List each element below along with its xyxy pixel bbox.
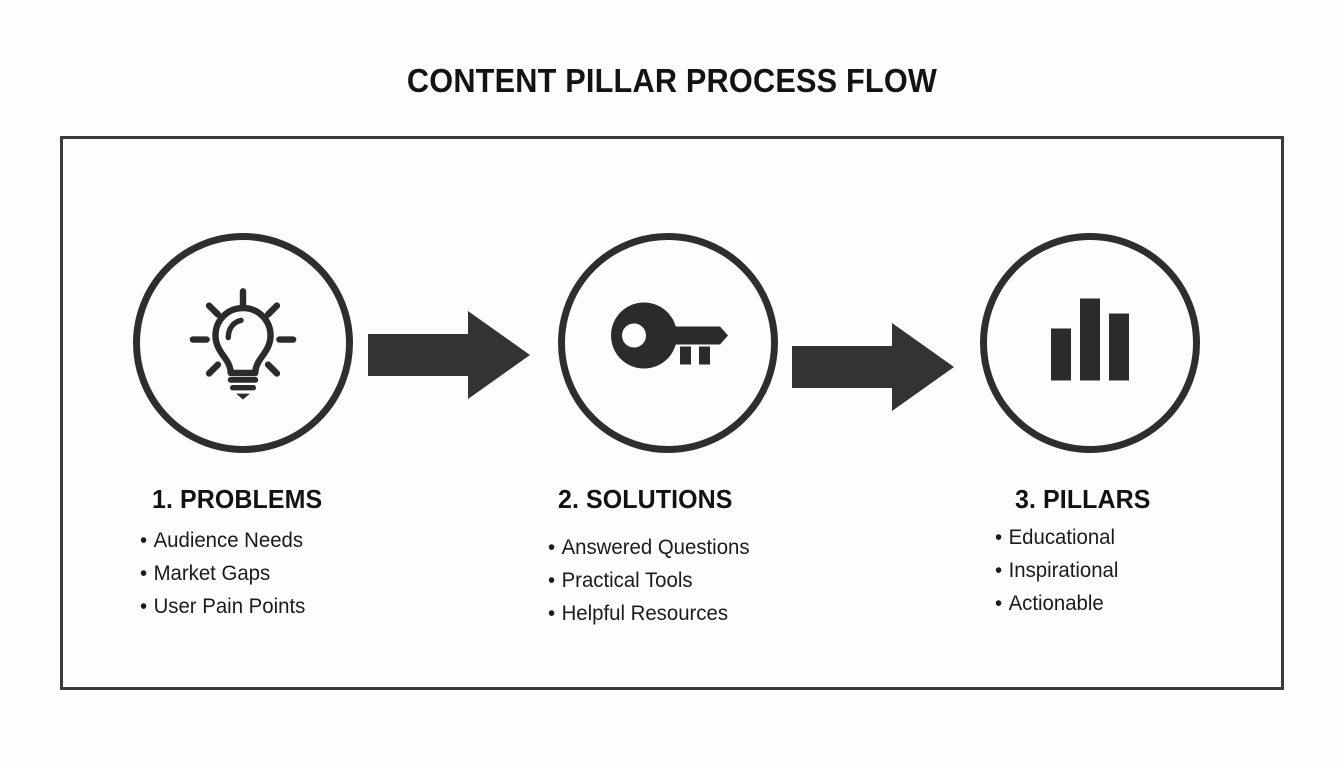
list-item: •Answered Questions xyxy=(548,531,750,564)
list-item: •Educational xyxy=(995,521,1151,554)
bullet-icon: • xyxy=(995,559,1003,582)
bullet-icon: • xyxy=(140,595,148,618)
bullet-icon: • xyxy=(995,526,1003,549)
step-1-text-block: 1. PROBLEMS •Audience Needs •Market Gaps… xyxy=(140,484,329,623)
list-item: •Actionable xyxy=(995,587,1151,620)
arrow-right-1-icon xyxy=(368,306,530,409)
list-item-label: Helpful Resources xyxy=(561,602,729,625)
list-item: •Inspirational xyxy=(995,554,1151,587)
bullet-icon: • xyxy=(548,569,556,592)
bullet-icon: • xyxy=(995,592,1003,615)
step-2-circle[interactable] xyxy=(558,233,778,453)
list-item: •Practical Tools xyxy=(548,564,750,597)
step-2-list: •Answered Questions •Practical Tools •He… xyxy=(548,531,756,630)
step-1-list: •Audience Needs •Market Gaps •User Pain … xyxy=(140,524,329,623)
step-3-heading: 3. PILLARS xyxy=(1015,484,1151,514)
step-2-heading: 2. SOLUTIONS xyxy=(558,484,733,514)
list-item-label: Educational xyxy=(1008,526,1116,549)
list-item-label: Audience Needs xyxy=(153,529,304,552)
list-item-label: Actionable xyxy=(1008,592,1104,615)
list-item-label: Market Gaps xyxy=(153,562,271,585)
list-item: •Helpful Resources xyxy=(548,597,750,630)
step-1-heading: 1. PROBLEMS xyxy=(152,484,323,514)
diagram-frame xyxy=(60,136,1284,690)
bullet-icon: • xyxy=(140,562,148,585)
step-3-list: •Educational •Inspirational •Actionable xyxy=(995,521,1156,620)
bullet-icon: • xyxy=(548,602,556,625)
page-title: CONTENT PILLAR PROCESS FLOW xyxy=(406,62,938,99)
list-item-label: Answered Questions xyxy=(561,536,750,559)
key-icon xyxy=(602,295,734,392)
list-item: •Audience Needs xyxy=(140,524,324,557)
step-1-circle[interactable] xyxy=(133,233,353,453)
lightbulb-icon xyxy=(184,282,302,405)
list-item-label: User Pain Points xyxy=(153,595,306,618)
arrow-right-2-icon xyxy=(792,318,954,421)
bullet-icon: • xyxy=(548,536,556,559)
list-item-label: Inspirational xyxy=(1008,559,1119,582)
list-item: •Market Gaps xyxy=(140,557,324,590)
step-3-text-block: 3. PILLARS •Educational •Inspirational •… xyxy=(995,484,1156,620)
bullet-icon: • xyxy=(140,529,148,552)
step-3-circle[interactable] xyxy=(980,233,1200,453)
list-item: •User Pain Points xyxy=(140,590,324,623)
step-2-text-block: 2. SOLUTIONS •Answered Questions •Practi… xyxy=(548,484,756,630)
list-item-label: Practical Tools xyxy=(561,569,693,592)
bar-chart-icon xyxy=(1047,296,1133,391)
